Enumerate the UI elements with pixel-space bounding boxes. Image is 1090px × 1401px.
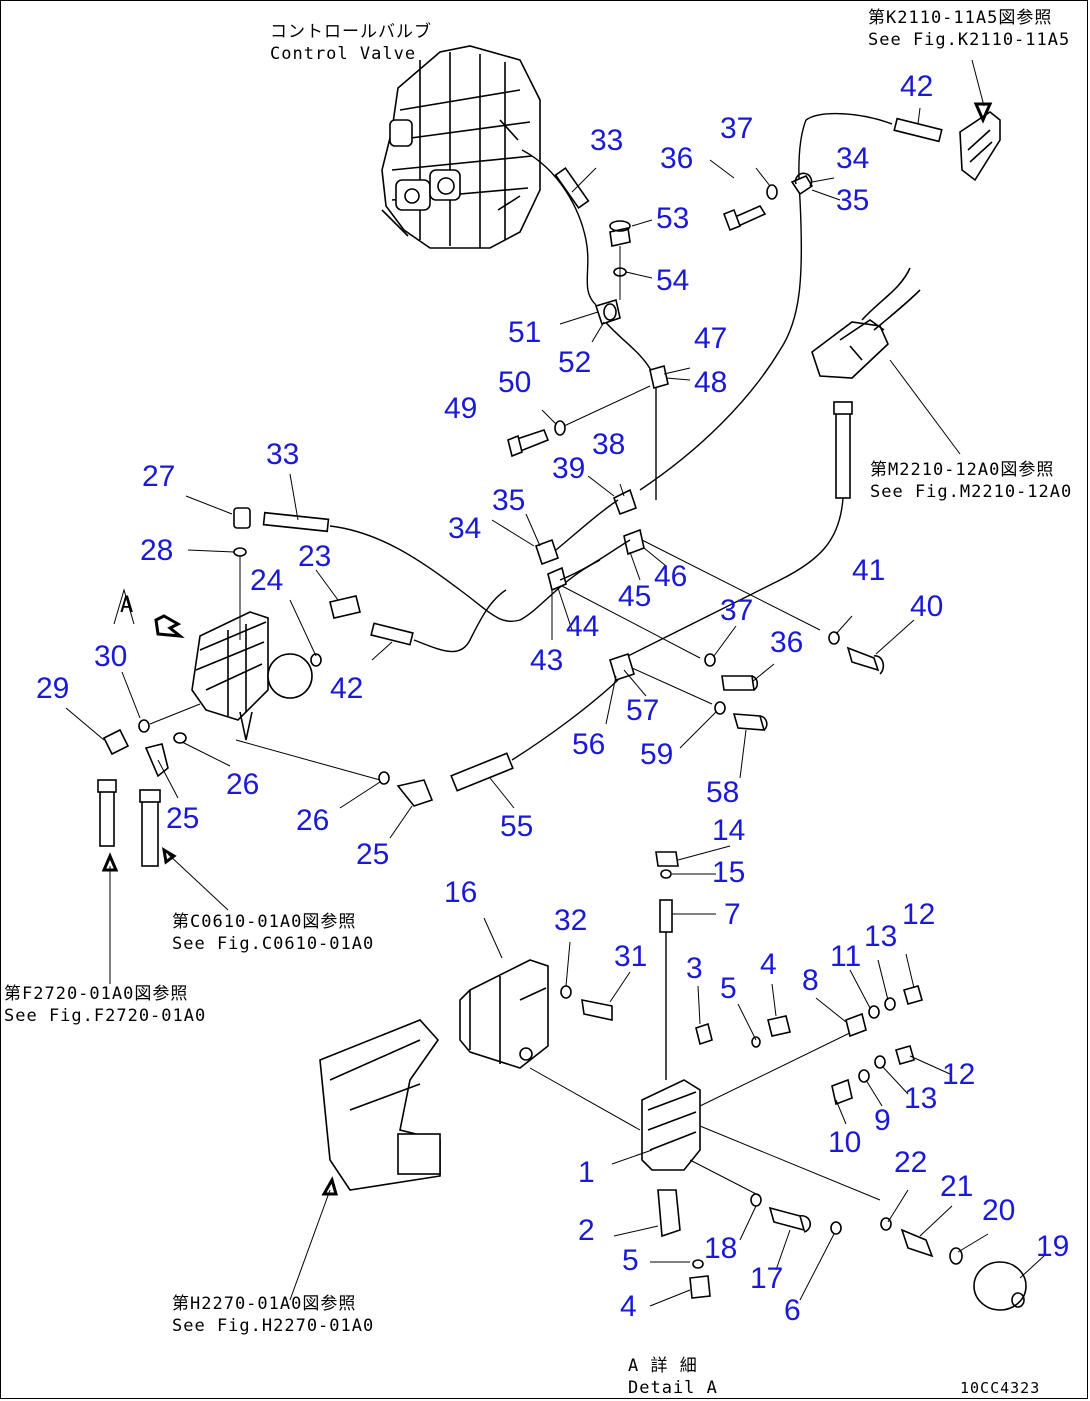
part-callout-36: 36 xyxy=(770,626,803,659)
part-callout-33: 33 xyxy=(590,124,623,157)
part-callout-46: 46 xyxy=(654,560,687,593)
part-callout-4: 4 xyxy=(620,1290,637,1323)
part-callout-41: 41 xyxy=(852,554,885,587)
part-callout-10: 10 xyxy=(828,1126,861,1159)
part-callout-6: 6 xyxy=(784,1294,801,1327)
ref-h2270-jp: 第H2270-01A0図参照 xyxy=(172,1294,357,1314)
part-callout-2: 2 xyxy=(578,1214,595,1247)
part-callout-29: 29 xyxy=(36,672,69,705)
part-callout-35: 35 xyxy=(492,484,525,517)
leader-lines xyxy=(65,59,1045,1307)
part-callout-52: 52 xyxy=(558,346,591,379)
part-callout-37: 37 xyxy=(720,112,753,145)
part-callout-13: 13 xyxy=(864,920,897,953)
ref-h2270-en: See Fig.H2270-01A0 xyxy=(172,1316,375,1336)
part-callout-20: 20 xyxy=(982,1194,1015,1227)
part-callout-30: 30 xyxy=(94,640,127,673)
part-callout-27: 27 xyxy=(142,460,175,493)
control-valve-label-en: Control Valve xyxy=(270,44,417,64)
part-callout-44: 44 xyxy=(566,610,599,643)
ref-c0610-en: See Fig.C0610-01A0 xyxy=(172,934,375,954)
part-callout-4: 4 xyxy=(760,948,777,981)
part-callout-22: 22 xyxy=(894,1146,927,1179)
upper-hoses xyxy=(507,111,1001,500)
part-callout-31: 31 xyxy=(614,940,647,973)
part-callout-28: 28 xyxy=(140,534,173,567)
part-callout-3: 3 xyxy=(686,952,703,985)
part-callout-5: 5 xyxy=(622,1244,639,1277)
part-callout-38: 38 xyxy=(592,428,625,461)
part-callout-9: 9 xyxy=(874,1104,891,1137)
part-callout-34: 34 xyxy=(836,142,869,175)
part-callout-43: 43 xyxy=(530,644,563,677)
part-callout-39: 39 xyxy=(552,452,585,485)
part-callout-47: 47 xyxy=(694,322,727,355)
part-callout-25: 25 xyxy=(166,802,199,835)
ref-f2720-jp: 第F2720-01A0図参照 xyxy=(4,984,189,1004)
part-callout-57: 57 xyxy=(626,694,659,727)
part-callout-59: 59 xyxy=(640,738,673,771)
part-callout-51: 51 xyxy=(508,316,541,349)
part-callout-36: 36 xyxy=(660,142,693,175)
detail-a-assembly xyxy=(319,851,1027,1311)
part-callout-58: 58 xyxy=(706,776,739,809)
part-callout-33: 33 xyxy=(266,438,299,471)
part-callout-50: 50 xyxy=(498,366,531,399)
ref-m2210-jp: 第M2210-12A0図参照 xyxy=(870,460,1055,480)
part-callout-26: 26 xyxy=(296,804,329,837)
part-callout-56: 56 xyxy=(572,728,605,761)
middle-fittings xyxy=(534,488,885,731)
part-callout-12: 12 xyxy=(942,1058,975,1091)
part-callout-55: 55 xyxy=(500,810,533,843)
part-callout-1: 1 xyxy=(578,1156,595,1189)
part-callout-5: 5 xyxy=(720,972,737,1005)
ref-c0610-jp: 第C0610-01A0図参照 xyxy=(172,912,357,932)
part-callout-37: 37 xyxy=(720,594,753,627)
part-callout-11: 11 xyxy=(830,940,861,973)
part-callout-35: 35 xyxy=(836,184,869,217)
m2210-component xyxy=(619,267,961,661)
control-valve-label-jp: コントロールバルブ xyxy=(270,22,432,42)
part-callout-42: 42 xyxy=(900,70,933,103)
ref-f2720-en: See Fig.F2720-01A0 xyxy=(4,1006,207,1026)
part-callout-42: 42 xyxy=(330,672,363,705)
part-callout-14: 14 xyxy=(712,814,745,847)
detail-a-en: Detail A xyxy=(628,1378,718,1398)
part-callout-53: 53 xyxy=(656,202,689,235)
part-callout-26: 26 xyxy=(226,768,259,801)
part-callout-25: 25 xyxy=(356,838,389,871)
part-callout-40: 40 xyxy=(910,590,943,623)
part-callout-54: 54 xyxy=(656,264,689,297)
part-callout-49: 49 xyxy=(444,392,477,425)
detail-a-jp: A 詳 細 xyxy=(628,1356,698,1376)
drawing-number: 10CC4323 xyxy=(960,1379,1041,1397)
ref-m2210-en: See Fig.M2210-12A0 xyxy=(870,482,1073,502)
ref-k2110-en: See Fig.K2110-11A5 xyxy=(868,30,1071,50)
part-callout-23: 23 xyxy=(298,540,331,573)
control-valve xyxy=(381,45,541,249)
part-callout-18: 18 xyxy=(704,1232,737,1265)
middle-valve-block xyxy=(97,507,619,867)
ref-k2110-jp: 第K2110-11A5図参照 xyxy=(868,8,1053,28)
part-callout-17: 17 xyxy=(750,1262,783,1295)
part-callout-48: 48 xyxy=(694,366,727,399)
part-callout-24: 24 xyxy=(250,564,283,597)
part-callout-19: 19 xyxy=(1036,1230,1069,1263)
part-callout-13: 13 xyxy=(904,1082,937,1115)
part-callout-12: 12 xyxy=(902,898,935,931)
part-callout-8: 8 xyxy=(802,964,819,997)
part-callout-7: 7 xyxy=(724,898,741,931)
part-callout-34: 34 xyxy=(448,512,481,545)
part-callout-16: 16 xyxy=(444,876,477,909)
part-callout-32: 32 xyxy=(554,904,587,937)
part-callout-21: 21 xyxy=(940,1170,973,1203)
part-callout-45: 45 xyxy=(618,580,651,613)
part-callout-15: 15 xyxy=(712,856,745,889)
